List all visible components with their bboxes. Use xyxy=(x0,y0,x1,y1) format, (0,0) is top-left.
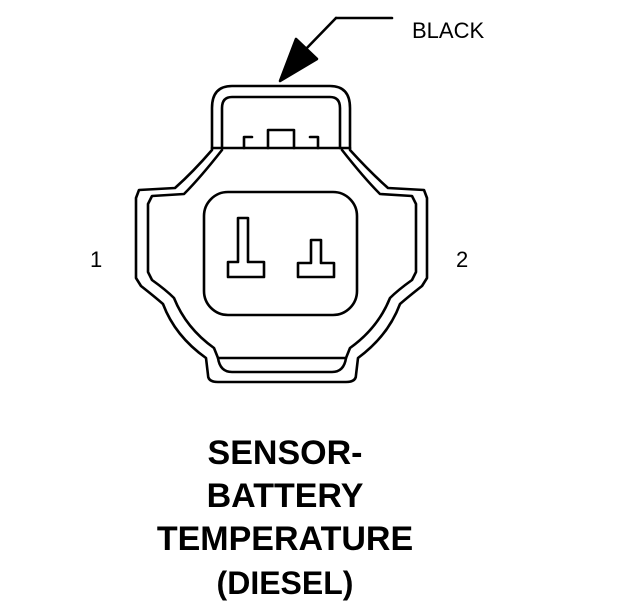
pin-label-2: 2 xyxy=(456,247,469,272)
color-callout-leader xyxy=(278,16,394,83)
locking-tab xyxy=(220,95,342,150)
pin-label-1: 1 xyxy=(90,247,103,272)
locking-tab-step-right xyxy=(308,135,320,150)
connector-housing-outline xyxy=(134,84,429,384)
terminal-pin-1 xyxy=(226,216,266,279)
title-line-2: BATTERY xyxy=(206,477,364,515)
connector-inner-contour xyxy=(146,148,418,360)
component-subtitle: (DIESEL) xyxy=(216,565,354,601)
terminal-pin-2 xyxy=(296,238,336,279)
component-title: SENSOR- BATTERY TEMPERATURE xyxy=(0,432,570,561)
title-line-3: TEMPERATURE xyxy=(156,520,414,558)
connector-color-label: BLACK xyxy=(412,18,485,43)
title-line-1: SENSOR- xyxy=(207,434,363,472)
connector-bottom-ridge xyxy=(216,356,348,374)
locking-tab-nub xyxy=(266,128,296,150)
locking-tab-step-left xyxy=(242,135,254,150)
terminal-cavity xyxy=(202,190,359,317)
